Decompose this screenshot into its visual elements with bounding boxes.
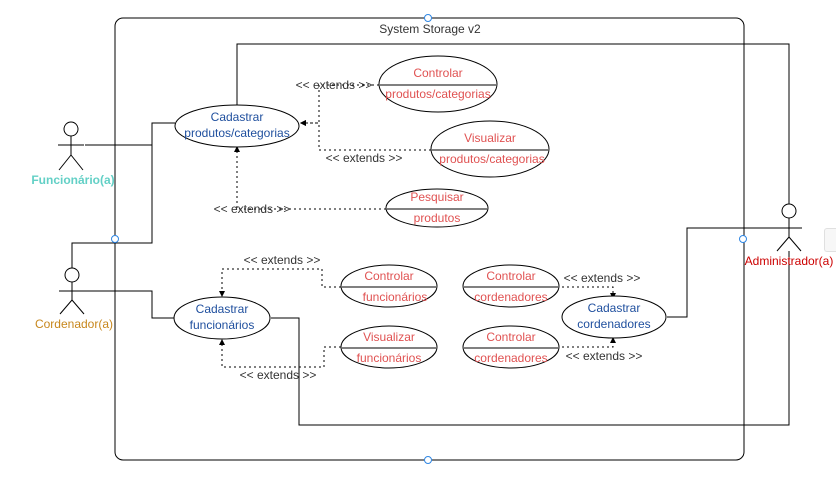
usecase-ellipse[interactable] (340, 264, 438, 308)
extends-controlar-cordenadores-2 (552, 337, 616, 348)
usecase-visualizar-produtos[interactable]: Visualizar produtos/categorias (430, 120, 550, 178)
usecase-label: cordenadores (474, 351, 547, 365)
assoc-admin-cadastrar-cordenadores (667, 227, 776, 318)
usecase-ellipse[interactable] (462, 264, 560, 308)
usecase-ellipse[interactable] (378, 55, 498, 113)
usecase-ellipse[interactable] (174, 104, 300, 148)
usecase-ellipse[interactable] (385, 188, 489, 228)
actor-leg (788, 236, 802, 252)
assoc-funcionario-cadastrar-produtos (85, 122, 175, 146)
usecase-controlar-cordenadores-2[interactable]: Controlar cordenadores (462, 325, 560, 369)
actor-cordenador-label: Cordenador(a) (35, 317, 113, 331)
usecase-label: Visualizar (464, 131, 516, 145)
actor-head (63, 121, 79, 137)
usecase-ellipse[interactable] (340, 325, 438, 369)
usecase-label: Controlar (486, 269, 535, 283)
actor-funcionario[interactable] (58, 121, 84, 171)
usecase-label: Cadastrar (211, 110, 264, 124)
extends-controlar-cordenadores-1 (552, 286, 616, 299)
usecase-label: funcionários (357, 351, 422, 365)
usecase-label: produtos/categorias (385, 87, 490, 101)
extends-label: << extends >> (296, 78, 373, 92)
actor-leg (70, 154, 84, 171)
extends-controlar-funcionarios (219, 268, 341, 297)
usecase-label: funcionários (190, 318, 255, 332)
usecase-cadastrar-funcionarios[interactable]: Cadastrar funcionários (173, 296, 271, 340)
system-title: System Storage v2 (379, 22, 481, 36)
assoc-admin-cadastrar-produtos (236, 43, 790, 205)
usecase-label: Controlar (413, 66, 462, 80)
assoc-cordenador-cadastrar-produtos (71, 123, 153, 268)
usecase-controlar-cordenadores-1[interactable]: Controlar cordenadores (462, 264, 560, 308)
usecase-label: produtos/categorias (184, 126, 289, 140)
extends-label: << extends >> (214, 202, 291, 216)
usecase-label: cordenadores (474, 290, 547, 304)
usecase-label: Controlar (364, 269, 413, 283)
actor-administrador[interactable] (776, 203, 802, 252)
side-panel-tab[interactable] (824, 228, 836, 252)
extends-label: << extends >> (564, 271, 641, 285)
usecase-cadastrar-produtos[interactable]: Cadastrar produtos/categorias (174, 104, 300, 148)
actor-cordenador[interactable] (59, 267, 85, 315)
extends-label: << extends >> (240, 368, 317, 382)
usecase-ellipse[interactable] (561, 295, 667, 339)
usecase-controlar-produtos[interactable]: Controlar produtos/categorias (378, 55, 498, 113)
resize-handle-top[interactable] (424, 14, 432, 22)
selection-handles[interactable] (111, 14, 747, 464)
usecase-label: Pesquisar (410, 190, 463, 204)
resize-handle-right[interactable] (739, 235, 747, 243)
usecase-label: Cadastrar (588, 301, 641, 315)
actor-leg (776, 236, 790, 252)
actor-leg (58, 154, 72, 171)
usecase-label: Cadastrar (196, 302, 249, 316)
usecase-pesquisar-produtos[interactable]: Pesquisar produtos (385, 188, 489, 228)
usecase-label: Controlar (486, 330, 535, 344)
actor-leg (59, 299, 73, 315)
usecase-label: cordenadores (577, 317, 650, 331)
extends-controlar-produtos (300, 84, 379, 126)
usecase-cadastrar-cordenadores[interactable]: Cadastrar cordenadores (561, 295, 667, 339)
actor-leg (71, 299, 85, 315)
extends-relations (219, 84, 616, 368)
usecase-label: produtos (414, 211, 461, 225)
extends-label: << extends >> (566, 349, 643, 363)
actor-administrador-label: Administrador(a) (745, 254, 834, 268)
usecase-visualizar-funcionarios[interactable]: Visualizar funcionários (340, 325, 438, 369)
extends-label: << extends >> (326, 151, 403, 165)
extends-visualizar-produtos (300, 120, 431, 151)
assoc-cordenador-cadastrar-funcionarios (85, 290, 175, 319)
association-lines (71, 43, 790, 426)
extends-labels: << extends >> << extends >> << extends >… (214, 78, 643, 382)
actor-head (64, 267, 80, 283)
usecase-ellipse[interactable] (430, 120, 550, 178)
usecase-ellipse[interactable] (462, 325, 560, 369)
extends-label: << extends >> (244, 253, 321, 267)
usecase-ellipse[interactable] (173, 296, 271, 340)
resize-handle-left[interactable] (111, 235, 119, 243)
actor-funcionario-label: Funcionário(a) (31, 173, 114, 187)
usecase-label: produtos/categorias (439, 152, 544, 166)
extends-visualizar-funcionarios (219, 339, 341, 368)
usecase-label: Visualizar (363, 330, 415, 344)
assoc-admin-cadastrar-funcionarios (271, 251, 790, 426)
extends-pesquisar-produtos (234, 146, 386, 210)
usecase-controlar-funcionarios[interactable]: Controlar funcionários (340, 264, 438, 308)
resize-handle-bottom[interactable] (424, 456, 432, 464)
usecase-label: funcionários (363, 290, 428, 304)
actor-head (781, 203, 797, 219)
